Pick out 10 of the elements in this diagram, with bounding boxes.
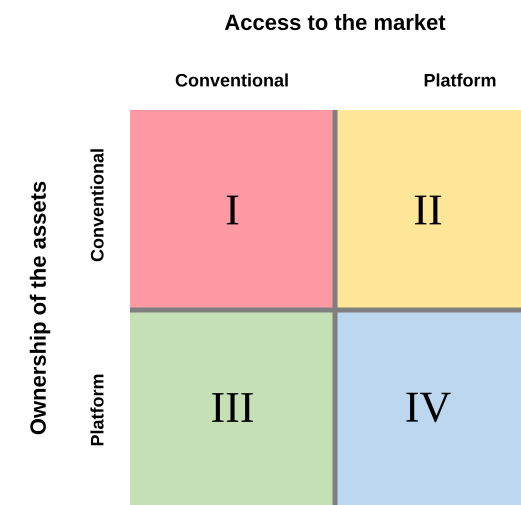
- axis-title: Ownership of the assets: [30, 182, 50, 434]
- row-header: Conventional: [90, 149, 104, 262]
- row-header: Platform: [90, 374, 104, 446]
- quadrant-box: II: [335, 110, 521, 310]
- column-header: Conventional: [176, 73, 288, 87]
- column-header: Platform: [424, 73, 496, 87]
- quadrant-box: IV: [335, 310, 521, 505]
- axis-title: Access to the market: [224, 14, 446, 30]
- quadrant-box: III: [130, 310, 335, 505]
- quadrant-box: I: [130, 110, 335, 310]
